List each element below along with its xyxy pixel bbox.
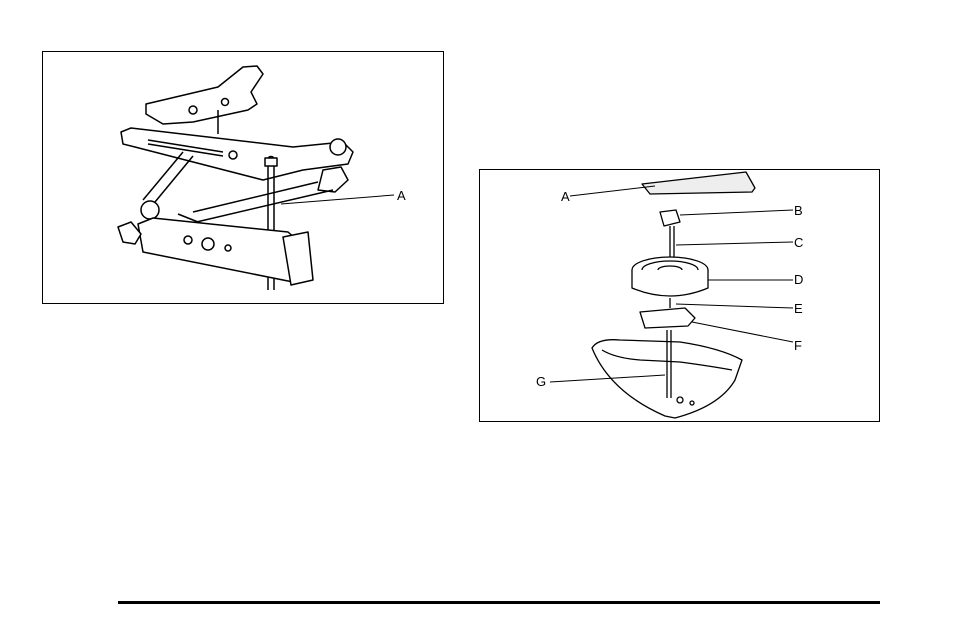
callout-f-label: F: [794, 339, 802, 352]
callout-a-label: A: [561, 190, 570, 203]
spare-tire-illustration-frame: A B C D E F G: [479, 169, 880, 422]
callout-b-label: B: [794, 204, 803, 217]
jack-illustration-frame: A: [42, 51, 444, 304]
callout-c-label: C: [794, 236, 803, 249]
footer-rule: [118, 601, 880, 604]
callout-a-label: A: [397, 189, 406, 202]
callout-e-label: E: [794, 302, 803, 315]
callout-d-label: D: [794, 273, 803, 286]
callout-g-label: G: [536, 375, 546, 388]
scissor-jack-drawing: [43, 52, 445, 305]
